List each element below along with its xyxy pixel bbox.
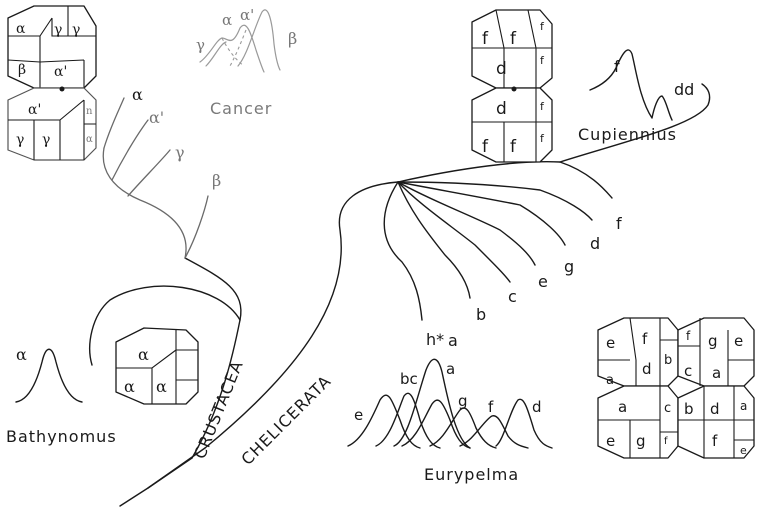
branch-label: b	[476, 305, 486, 324]
peak-label: α	[222, 11, 232, 29]
hexamer-subunit-label: a	[606, 373, 614, 388]
hexamer-subunit-label: f	[712, 432, 718, 450]
cupiennius-profile	[590, 50, 672, 120]
hexamer-subunit-label: d	[710, 400, 720, 418]
hexamer-subunit-label: γ	[16, 132, 24, 148]
branch-label: f	[616, 214, 622, 233]
branch-label: α	[132, 85, 143, 104]
peak-label: β	[288, 29, 297, 48]
hexamer-subunit-label: γ	[54, 22, 62, 38]
taxon-label-cupiennius: Cupiennius	[578, 125, 677, 144]
hexamer-subunit-label: b	[684, 400, 694, 418]
hexamer-subunit-label: α'	[28, 102, 41, 118]
hexamer-subunit-label: g	[636, 432, 646, 450]
hexamer-subunit-label: f	[664, 436, 668, 447]
peak-label: d	[532, 398, 542, 416]
hexamer-subunit-label: f	[510, 29, 517, 49]
hexamer-subunit-label: e	[740, 444, 747, 457]
peak-label: γ	[196, 36, 205, 54]
hexamer-subunit-label: e	[606, 334, 615, 352]
branch-label: g	[564, 257, 574, 276]
hexamer-subunit-label: e	[606, 432, 615, 450]
hexamer-subunit-label: d	[496, 59, 507, 79]
hexamer-subunit-label: α	[124, 377, 135, 396]
hexamer-subunit-label: f	[482, 137, 489, 157]
taxon-label-chelicerata: CHELICERATA	[237, 371, 334, 468]
hexamer-subunit-label: d	[642, 360, 652, 378]
peak-label: bc	[400, 370, 418, 388]
branch-label: e	[538, 272, 548, 291]
hexamer-subunit-label: a	[618, 398, 627, 416]
hexamer-subunit-label: γ	[72, 22, 80, 38]
hexamer-subunit-label: d	[496, 99, 507, 119]
peak-label: α'	[240, 6, 254, 24]
peak-label: a	[446, 360, 455, 378]
hexamer-subunit-label: f	[510, 137, 517, 157]
branch-label: d	[590, 234, 600, 253]
hexamer-subunit-label: β	[18, 62, 26, 78]
branch-label: h*	[426, 330, 444, 349]
peak-label: dd	[674, 80, 694, 99]
branch-label: γ	[175, 143, 185, 162]
hexamer-subunit-label: α	[156, 377, 167, 396]
hexamer-cancer-bottom	[8, 87, 96, 161]
branch-label: c	[508, 287, 517, 306]
peak-label: g	[458, 392, 468, 410]
taxon-label-cancer: Cancer	[210, 99, 272, 118]
crustacea-clade	[90, 98, 241, 365]
hexamer-subunit-label: α'	[54, 64, 67, 80]
hexamer-subunit-label: g	[708, 332, 718, 350]
hexamer-subunit-label: a	[740, 399, 747, 413]
branch-label: β	[212, 171, 221, 190]
hexamer-subunit-label: α	[138, 345, 149, 364]
hexamer-subunit-label: c	[684, 362, 692, 380]
taxon-label-bathynomus: Bathynomus	[6, 427, 117, 446]
hexamer-subunit-label: a	[712, 364, 721, 382]
branch-label: a	[448, 331, 458, 350]
hexamer-subunit-label: f	[642, 330, 648, 348]
hexamer-subunit-label: c	[664, 401, 671, 416]
hexamer-subunit-label: γ	[42, 132, 50, 148]
hexamer-subunit-label: α	[86, 134, 93, 145]
peak-label: f	[488, 398, 494, 416]
hexamer-subunit-label: n	[86, 106, 93, 117]
peak-label: f	[614, 57, 620, 76]
branch-label: α'	[149, 108, 164, 127]
hexamer-subunit-label: f	[482, 29, 489, 49]
taxon-label-eurypelma: Eurypelma	[424, 465, 519, 484]
peak-label: α	[16, 345, 27, 364]
hexamer-subunit-label: e	[734, 332, 743, 350]
hexamer-subunit-label: α	[16, 21, 26, 37]
peak-label: e	[354, 406, 363, 424]
hexamer-subunit-label: b	[664, 353, 672, 368]
